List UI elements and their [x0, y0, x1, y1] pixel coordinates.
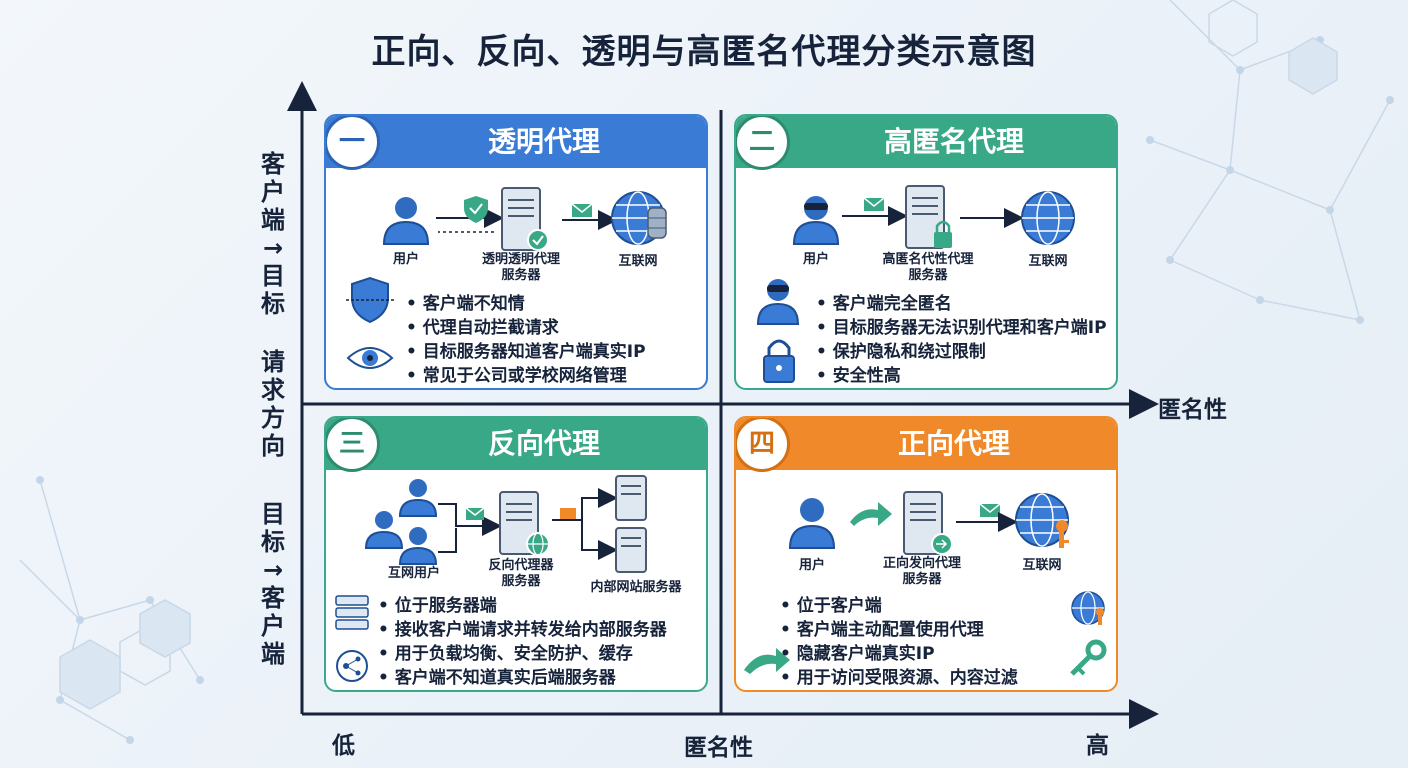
server-globe-icon	[499, 491, 550, 556]
panel-number: 二	[736, 116, 790, 170]
panel-header	[736, 116, 1116, 168]
bullet-item: 位于服务器端	[378, 594, 667, 618]
panel-title: 正向代理	[897, 427, 1010, 460]
panel-header	[736, 418, 1116, 470]
label-proxy: 透明透明代理服务器	[481, 252, 560, 283]
label-user: 用户	[798, 558, 825, 573]
mail-icon	[571, 203, 593, 217]
panel-bullet-list: 客户端不知情 代理自动拦截请求 目标服务器知道客户端真实IP 常见于公司或学校网…	[406, 292, 646, 388]
panel-title: 反向代理	[487, 427, 600, 460]
bullet-item: 客户端主动配置使用代理	[780, 618, 1018, 642]
masked-user-icon	[792, 196, 840, 245]
label-users: 互网用户	[387, 566, 440, 581]
globe-key-icon	[1071, 591, 1105, 625]
user-icon	[788, 498, 836, 549]
page-title: 正向、反向、透明与高匿名代理分类示意图	[371, 32, 1037, 72]
mail-icon	[863, 197, 885, 211]
server-rack-icon	[615, 475, 647, 573]
server-icon	[501, 187, 549, 251]
padlock-icon	[763, 339, 795, 383]
users-icon	[364, 479, 438, 565]
panel-reverse-proxy: 三 反向代理	[324, 416, 708, 692]
bullet-item: 位于客户端	[780, 594, 1018, 618]
label-proxy: 正向发向代理服务器	[882, 556, 961, 587]
mail-icon	[979, 503, 1001, 517]
green-arrow-icon	[744, 648, 790, 674]
panel-bullet-list: 位于客户端 客户端主动配置使用代理 隐藏客户端真实IP 用于访问受限资源、内容过…	[780, 594, 1018, 690]
internet-key-icon	[1015, 493, 1069, 548]
elite-proxy-diagram	[756, 185, 1075, 383]
y-axis-label-bottom: 目标→ 客户端	[261, 500, 285, 668]
bullet-item: 用于负载均衡、安全防护、缓存	[378, 642, 667, 666]
server-lock-icon	[905, 185, 952, 249]
user-icon	[382, 197, 430, 245]
x-axis-title: 匿名性	[684, 735, 753, 761]
bullet-item: 保护隐私和绕过限制	[816, 340, 1107, 364]
label-proxy: 反向代理器服务器	[488, 558, 554, 589]
server-icon	[903, 491, 953, 555]
y-axis-label-top: 客户端 →目标	[261, 150, 285, 318]
internet-icon	[611, 191, 667, 245]
internet-icon	[1021, 191, 1075, 245]
bullet-item: 代理自动拦截请求	[406, 316, 646, 340]
shield-icon	[346, 276, 394, 324]
forward-proxy-diagram	[744, 491, 1107, 676]
mail-icon	[465, 507, 485, 520]
bullet-item: 目标服务器无法识别代理和客户端IP	[816, 316, 1107, 340]
label-internal-servers: 内部网站服务器	[590, 580, 682, 595]
bullet-item: 客户端不知情	[406, 292, 646, 316]
panel-bullet-list: 客户端完全匿名 目标服务器无法识别代理和客户端IP 保护隐私和绕过限制 安全性高	[816, 292, 1107, 388]
bullet-item: 用于访问受限资源、内容过滤	[780, 666, 1018, 690]
shield-check-icon	[464, 196, 488, 223]
reverse-proxy-diagram	[335, 475, 647, 682]
panel-header	[326, 116, 706, 168]
x-axis-low-label: 低	[332, 733, 355, 759]
arrow-icon	[850, 502, 892, 526]
label-proxy: 高匿名代性代理服务器	[882, 252, 974, 283]
bullet-item: 目标服务器知道客户端真实IP	[406, 340, 646, 364]
panel-transparent-proxy: 一 透明代理	[324, 114, 708, 390]
load-balance-icon	[336, 650, 368, 682]
bullet-item: 隐藏客户端真实IP	[780, 642, 1018, 666]
panel-header	[326, 418, 706, 470]
label-user: 用户	[802, 252, 829, 267]
label-internet: 互联网	[618, 254, 658, 269]
x-axis-right-label: 匿名性	[1158, 397, 1227, 423]
transparent-proxy-diagram	[346, 187, 667, 369]
label-internet: 互联网	[1028, 254, 1068, 269]
panel-bullet-list: 位于服务器端 接收客户端请求并转发给内部服务器 用于负载均衡、安全防护、缓存 客…	[378, 594, 667, 690]
label-internet: 互联网	[1022, 558, 1062, 573]
bullet-item: 接收客户端请求并转发给内部服务器	[378, 618, 667, 642]
panel-forward-proxy: 四 正向代理	[734, 416, 1118, 692]
panel-number: 三	[326, 418, 380, 472]
key-icon	[1070, 639, 1107, 676]
server-stack-icon	[335, 595, 369, 630]
x-axis-high-label: 高	[1086, 733, 1109, 759]
folder-icon	[560, 508, 576, 519]
bullet-item: 常见于公司或学校网络管理	[406, 364, 646, 388]
y-axis-label-mid: 请求方向	[261, 348, 285, 460]
eye-icon	[346, 347, 394, 369]
panel-title: 高匿名代理	[883, 125, 1024, 158]
bullet-item: 安全性高	[816, 364, 1107, 388]
bullet-item: 客户端完全匿名	[816, 292, 1107, 316]
panel-number: 四	[736, 418, 790, 472]
bullet-item: 客户端不知道真实后端服务器	[378, 666, 667, 690]
masked-user-icon-small	[756, 279, 800, 325]
panel-title: 透明代理	[487, 125, 600, 158]
label-user: 用户	[392, 252, 419, 267]
panel-elite-proxy: 二 高匿名代理	[734, 114, 1118, 390]
panel-number: 一	[326, 116, 380, 170]
